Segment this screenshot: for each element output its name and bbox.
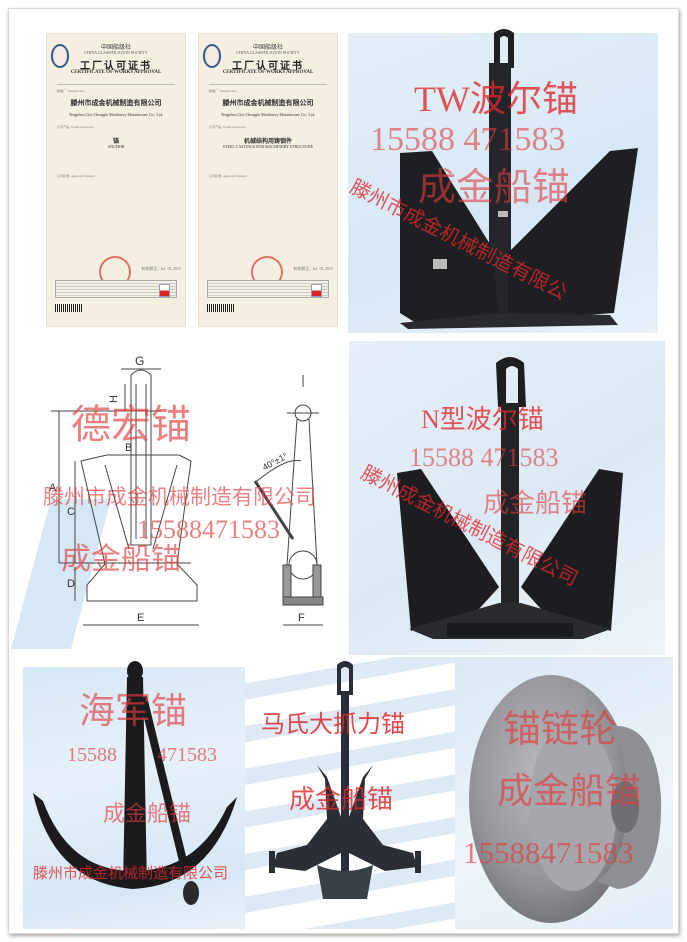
product-en: ANCHOR xyxy=(107,144,125,149)
delta-anchor-technical-drawing: G H A B C D xyxy=(49,354,324,626)
barcode-icon xyxy=(207,304,235,312)
delta-anchor-drawing-panel: G H A B C D xyxy=(11,339,346,651)
product-collage-frame: 中国船级社 CHINA CLASSIFICATION SOCIETY 工厂认可证… xyxy=(8,8,679,934)
tw-pool-anchor-title: TW波尔锚 xyxy=(414,79,578,119)
ccs-seal-icon xyxy=(203,44,221,68)
dim-label-h: H xyxy=(108,395,120,403)
marrel-anchor-title: 马氏大抓力锚 xyxy=(261,712,405,738)
standard-label: 认可标准 / Approved Standard xyxy=(57,174,95,178)
certificate-title-en: CERTIFICATE OF WORKS APPROVAL xyxy=(70,70,162,75)
certificate-steel-castings: 中国船级社 CHINA CLASSIFICATION SOCIETY 工厂认可证… xyxy=(198,33,338,327)
product-en: STEEL CASTINGS FOR MACHINERY STRUCTURE xyxy=(222,144,314,149)
brand-name: 成金船锚 xyxy=(483,489,588,518)
admiralty-anchor-panel: 海军锚 15588 471583 成金船锚 滕州市成金机械制造有限公司 xyxy=(23,657,245,929)
marrel-anchor-panel: 马氏大抓力锚 成金船锚 xyxy=(245,657,455,929)
manufacturer-en: Tengzhou City Chengjin Machinery Manufac… xyxy=(68,112,164,117)
validity-date: 有效期至 / Jul. 18, 2012 xyxy=(293,266,333,271)
delta-anchor-title: 德宏锚 xyxy=(71,402,191,447)
certificate-title-cn: 工厂认可证书 xyxy=(80,61,152,72)
brand-name: 成金船锚 xyxy=(289,785,394,814)
certificate-anchor: 中国船级社 CHINA CLASSIFICATION SOCIETY 工厂认可证… xyxy=(46,33,186,327)
divider xyxy=(57,84,175,85)
n-pool-anchor-panel: N型波尔锚 15588 471583 成金船锚 滕州成金机械制造有限公司 xyxy=(349,341,665,655)
brand-name: 成金船锚 xyxy=(497,771,642,811)
certificates-panel: 中国船级社 CHINA CLASSIFICATION SOCIETY 工厂认可证… xyxy=(31,19,349,331)
brand-name: 成金船锚 xyxy=(103,801,192,826)
dim-label-c: C xyxy=(67,506,75,518)
certificate-notes-box xyxy=(55,280,177,298)
phone-number-part-a: 15588 xyxy=(67,744,117,766)
barcode-icon xyxy=(55,304,83,312)
manufacturer-label: 制造厂 / Manufacturer xyxy=(209,89,237,93)
dim-label-g: G xyxy=(135,354,144,368)
admiralty-anchor-image xyxy=(33,661,237,905)
dim-label-a: A xyxy=(49,482,57,494)
manufacturer-cn: 滕州市成金机械制造有限公司 xyxy=(70,99,162,107)
marrel-anchor-image xyxy=(269,661,421,899)
admiralty-anchor-title: 海军锚 xyxy=(79,691,188,731)
society-name-en: CHINA CLASSIFICATION SOCIETY xyxy=(84,50,148,55)
ccs-seal-icon xyxy=(51,44,69,68)
n-pool-anchor-image xyxy=(397,357,623,639)
society-name-cn: 中国船级社 xyxy=(100,45,131,51)
phone-number: 15588 471583 xyxy=(370,121,566,158)
windlass-wheel-image xyxy=(469,675,662,923)
ccs-logo-icon xyxy=(159,284,170,297)
phone-number: 15588 471583 xyxy=(409,443,559,472)
society-name-cn: 中国船级社 xyxy=(252,45,283,51)
brand-name: 成金船锚 xyxy=(61,543,181,576)
dim-label-e: E xyxy=(137,612,144,624)
windlass-wheel-panel: 锚链轮 成金船锚 15588471583 xyxy=(455,657,673,929)
manufacturer-label: 制造厂 / Manufacturer xyxy=(57,89,85,93)
society-name-en: CHINA CLASSIFICATION SOCIETY xyxy=(236,50,300,55)
phone-number-part-b: 471583 xyxy=(157,744,217,766)
product-label: 认可产品 / Product Approved xyxy=(209,125,246,129)
certificate-title-cn: 工厂认可证书 xyxy=(232,61,304,72)
company-name: 滕州市成金机械制造有限公司 xyxy=(33,866,229,882)
dim-label-b: B xyxy=(125,442,132,454)
divider xyxy=(209,84,327,85)
n-pool-anchor-title: N型波尔锚 xyxy=(421,405,544,434)
certificate-notes-box xyxy=(207,280,329,298)
validity-date: 有效期至 / Jul. 18, 2012 xyxy=(141,266,181,271)
standard-label: 认可标准 / Approved Standard xyxy=(209,174,247,178)
manufacturer-en: Tengzhou City Chengjin Machinery Manufac… xyxy=(220,112,316,117)
tw-pool-anchor-image xyxy=(400,29,638,329)
phone-number: 15588471583 xyxy=(463,835,634,870)
product-cn: 锚 xyxy=(112,139,119,145)
phone-number: 15588471583 xyxy=(137,515,280,544)
dim-label-f: F xyxy=(298,612,305,624)
angle-label: 40°±1° xyxy=(261,451,290,473)
ccs-logo-icon xyxy=(311,284,322,297)
brand-name: 成金船锚 xyxy=(418,167,571,209)
product-label: 认可产品 / Product Approved xyxy=(57,125,94,129)
company-name: 滕州市成金机械制造有限公司 xyxy=(43,485,316,509)
product-cn: 机械结构用铸钢件 xyxy=(243,139,292,145)
windlass-wheel-title: 锚链轮 xyxy=(503,709,618,751)
dim-label-d: D xyxy=(67,578,75,590)
manufacturer-cn: 滕州市成金机械制造有限公司 xyxy=(222,99,314,107)
tw-pool-anchor-panel: TW波尔锚 15588 471583 成金船锚 滕州市成金机械制造有限公 xyxy=(348,23,668,335)
certificate-title-en: CERTIFICATE OF WORKS APPROVAL xyxy=(222,70,314,75)
